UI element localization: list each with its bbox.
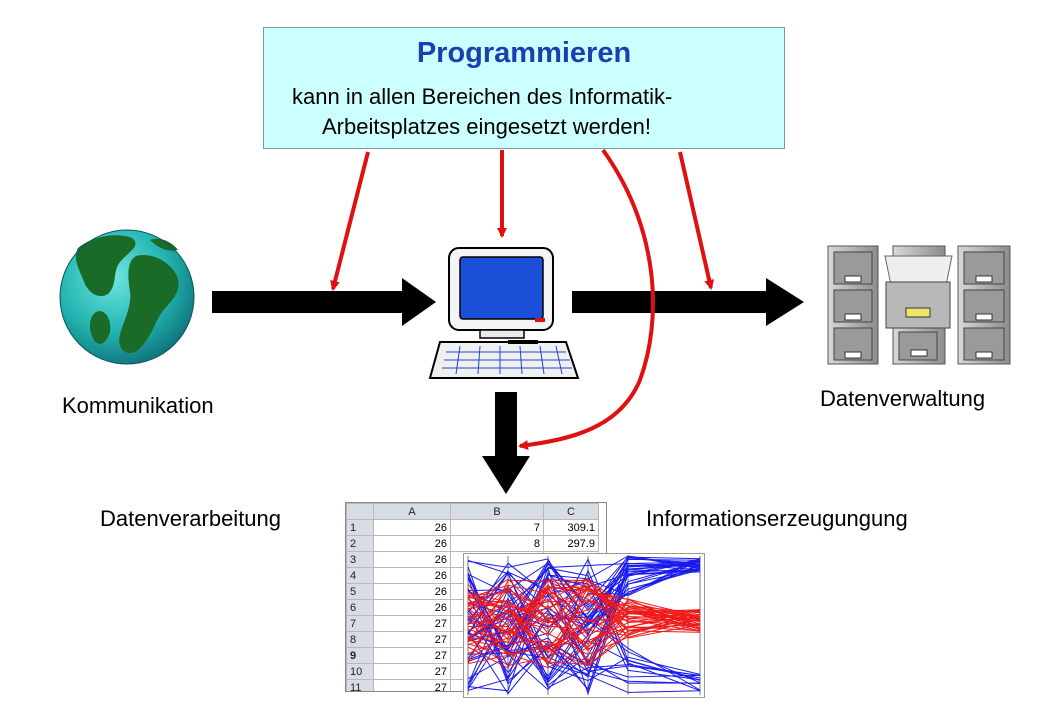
cell-a: 26 [373, 567, 451, 584]
cell-a: 27 [373, 647, 451, 664]
row-number: 1 [346, 519, 374, 536]
pc-line [467, 562, 701, 606]
cell-a: 27 [373, 679, 451, 691]
pc-line [467, 586, 701, 656]
column-header: B [450, 503, 544, 520]
pc-line [467, 567, 701, 692]
pc-line [467, 599, 701, 666]
red-arrows [330, 148, 715, 451]
pc-line [467, 610, 701, 653]
row-number: 4 [346, 567, 374, 584]
column-header: A [373, 503, 451, 520]
row-number: 8 [346, 631, 374, 648]
pc-line [467, 588, 701, 669]
pc-line [467, 560, 701, 651]
cell-c: 309.1 [543, 519, 599, 536]
arrow-computer-to-datenverwaltung [572, 278, 804, 326]
column-header: C [543, 503, 599, 520]
label-datenverarbeitung: Datenverarbeitung [100, 506, 282, 531]
cell-a: 26 [373, 519, 451, 536]
row-number: 9 [346, 647, 374, 664]
row-number: 2 [346, 535, 374, 552]
pc-line [467, 598, 701, 650]
cell-a: 26 [373, 583, 451, 600]
pc-line [467, 598, 701, 666]
parallel-coordinates-svg [467, 555, 701, 696]
label-kommunikation: Kommunikation [62, 393, 214, 418]
row-number: 3 [346, 551, 374, 568]
pc-line [467, 584, 701, 624]
globe-icon [59, 229, 195, 365]
box-line-2: Arbeitsplatzes eingesetzt werden! [322, 114, 651, 139]
cell-b: 7 [450, 519, 544, 536]
cell-a: 26 [373, 535, 451, 552]
row-number: 5 [346, 583, 374, 600]
parallel-coordinates-plot [463, 553, 705, 698]
row-number: 10 [346, 663, 374, 680]
pc-line [467, 596, 701, 627]
cell-a: 26 [373, 599, 451, 616]
box-line-1: kann in allen Bereichen des Informatik- [292, 84, 673, 109]
row-number: 7 [346, 615, 374, 632]
pc-line [467, 606, 701, 669]
pc-line [467, 578, 701, 638]
cell-a: 27 [373, 663, 451, 680]
pc-line [467, 607, 701, 689]
cell-b: 8 [450, 535, 544, 552]
pc-line [467, 609, 701, 684]
pc-line [467, 558, 701, 632]
pc-line [467, 562, 701, 692]
label-datenverwaltung: Datenverwaltung [820, 386, 986, 411]
cell-a: 26 [373, 551, 451, 568]
computer-icon [428, 247, 580, 379]
arrow-computer-to-datenverarbeitung [482, 392, 530, 494]
pc-line [467, 610, 701, 666]
row-number: 11 [346, 679, 374, 691]
label-informationserzeugung: Informationserzeugungung [646, 506, 908, 531]
arrow-kommunikation-to-computer [212, 278, 436, 326]
filing-cabinet-icon [827, 245, 1011, 365]
cell-a: 27 [373, 631, 451, 648]
pc-line [467, 572, 701, 682]
row-number: 6 [346, 599, 374, 616]
pc-line [467, 585, 701, 656]
corner-cell [346, 503, 374, 520]
cell-a: 27 [373, 615, 451, 632]
cell-c: 297.9 [543, 535, 599, 552]
box-title: Programmieren [416, 37, 632, 69]
programmieren-box: Programmieren kann in allen Bereichen de… [263, 27, 785, 149]
pc-line [467, 561, 701, 685]
